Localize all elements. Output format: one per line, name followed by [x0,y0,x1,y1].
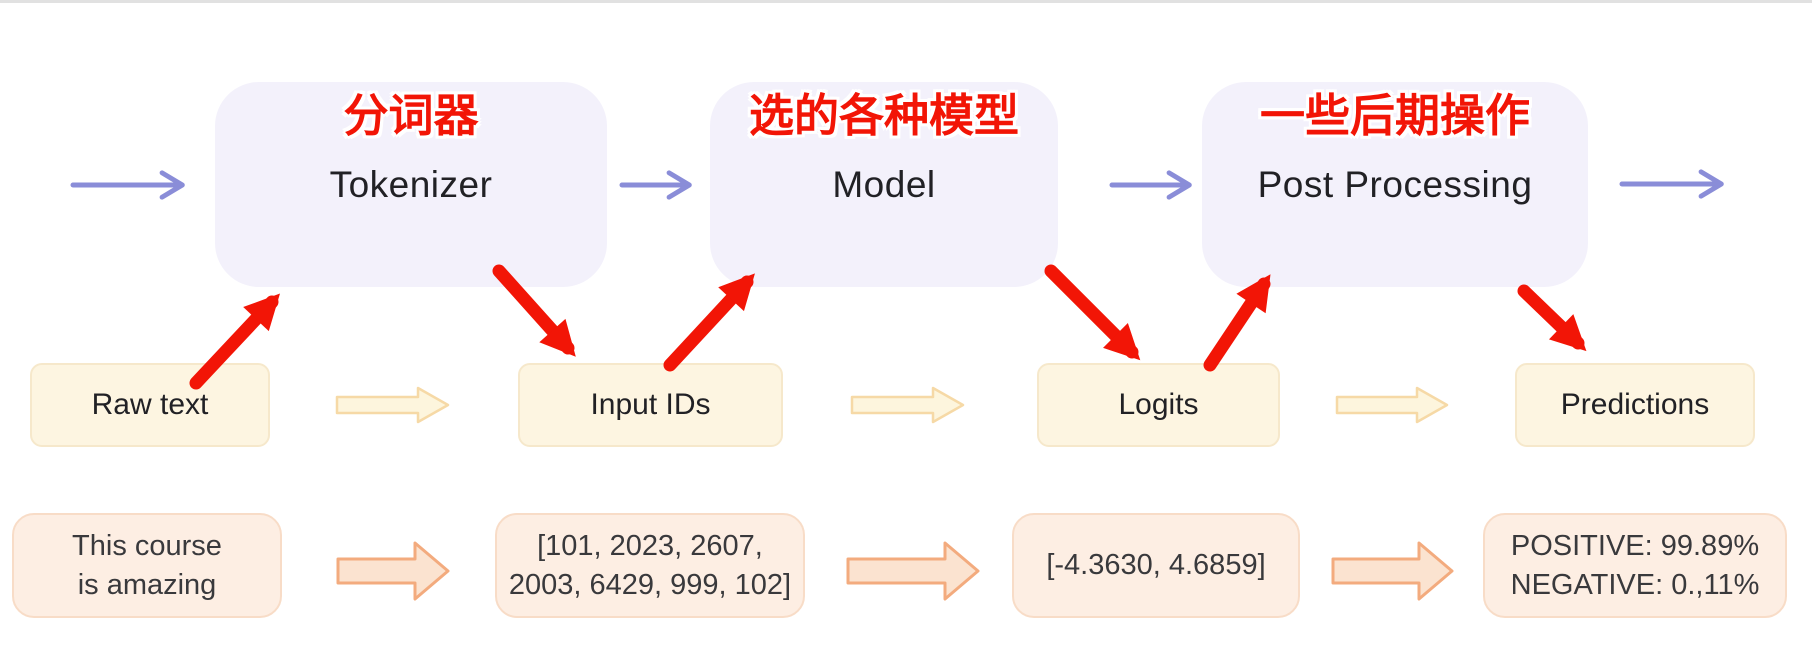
stage-label-tokenizer: Tokenizer [329,164,493,205]
example-box-logits: [-4.3630, 4.6859] [1012,513,1300,618]
block-arrow-icon [850,386,965,424]
example-box-input-ids: [101, 2023, 2607, 2003, 6429, 999, 102] [495,513,805,618]
block-arrow-icon [335,386,450,424]
example-line: POSITIVE: 99.89% [1510,529,1760,562]
block-arrow-icon [336,541,450,601]
example-line: [-4.3630, 4.6859] [1046,549,1266,581]
stage-annotation-model: 选的各种模型 [748,90,1019,141]
stage-annotation-tokenizer: 分词器 [343,90,479,141]
artifact-box-logits: Logits [1037,363,1280,447]
top-border-line [0,0,1812,3]
artifact-label-predictions: Predictions [1560,388,1710,421]
stage-label-model: Model [832,164,936,205]
example-line: This course [72,529,222,562]
example-line: [101, 2023, 2607, [537,529,763,562]
example-line: NEGATIVE: 0.,11% [1510,568,1760,601]
stage-box-model: 选的各种模型 Model [710,82,1058,287]
block-arrow-icon [1335,386,1449,424]
example-line: 2003, 6429, 999, 102] [508,568,792,601]
red-arrow-icon [663,273,755,372]
stage-box-post-processing: 一些后期操作 Post Processing [1202,82,1588,287]
artifact-box-input-ids: Input IDs [518,363,783,447]
stage-annotation-post-processing: 一些后期操作 [1259,90,1530,141]
artifact-box-predictions: Predictions [1515,363,1755,447]
example-box-raw-text: This course is amazing [12,513,282,618]
block-arrow-icon [846,541,980,601]
red-arrow-icon [1517,284,1587,352]
artifact-label-raw-text: Raw text [91,388,209,421]
stage-label-post-processing: Post Processing [1257,164,1533,205]
example-line: is amazing [77,568,217,601]
stage-box-tokenizer: 分词器 Tokenizer [215,82,607,287]
example-box-predictions: POSITIVE: 99.89% NEGATIVE: 0.,11% [1483,513,1787,618]
artifact-label-input-ids: Input IDs [590,388,711,421]
block-arrow-icon [1331,541,1454,601]
red-arrow-icon [1044,264,1141,361]
red-arrow-icon [1203,274,1271,372]
artifact-box-raw-text: Raw text [30,363,270,447]
artifact-label-logits: Logits [1118,388,1199,421]
